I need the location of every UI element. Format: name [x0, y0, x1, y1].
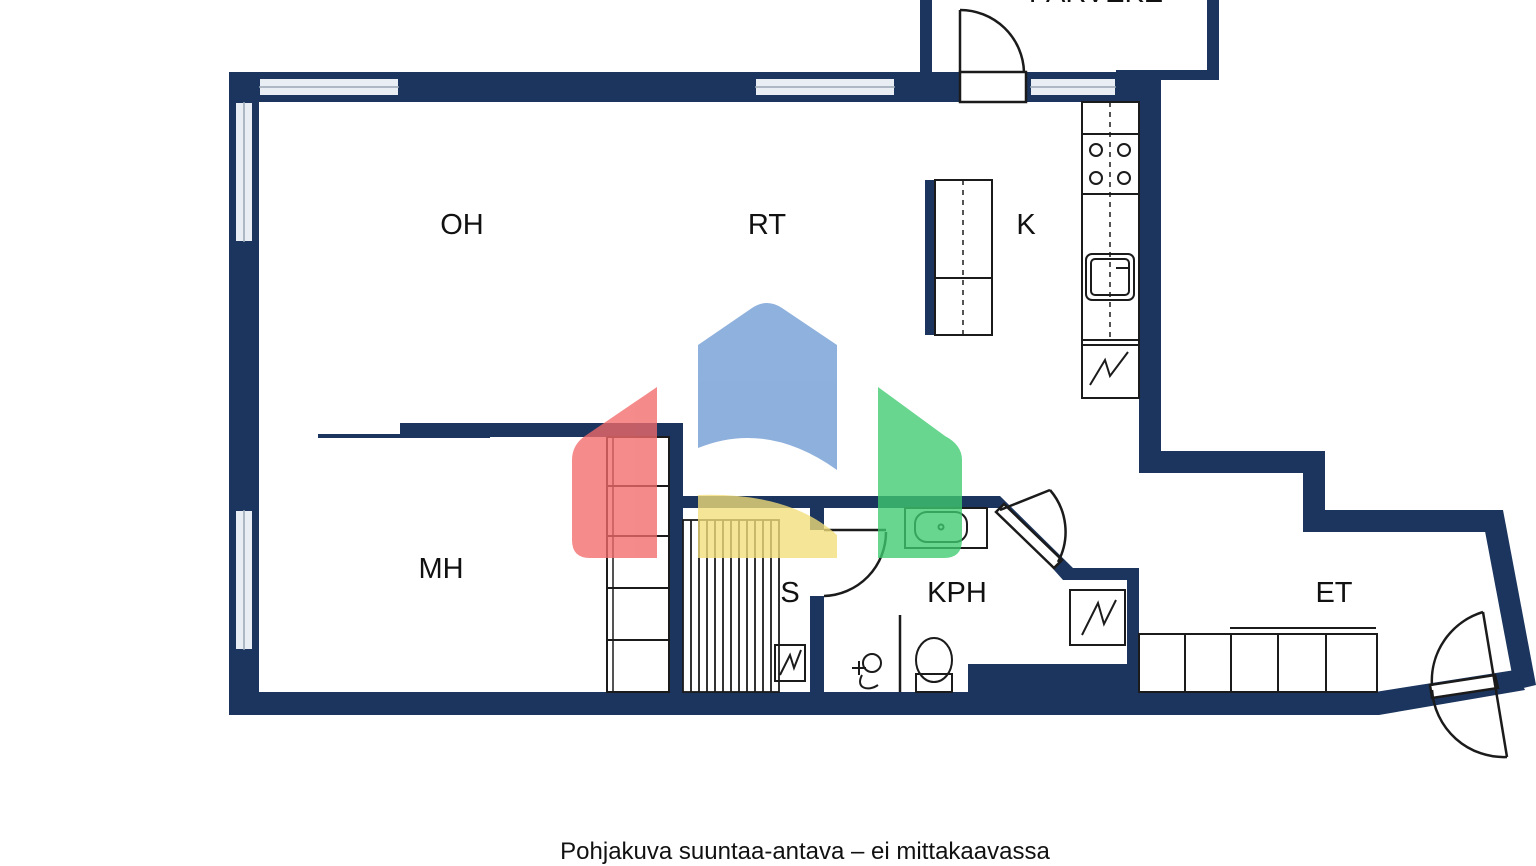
entrance-door-icon — [1428, 610, 1509, 759]
balcony-wall-left — [920, 0, 932, 72]
balcony-wall-bottom — [1116, 70, 1219, 80]
watermark-logo — [572, 303, 962, 558]
bedroom-top-wall-thin — [318, 434, 490, 438]
hall-electric-panel-icon — [1069, 589, 1126, 646]
logo-red-shape — [572, 387, 657, 558]
step-wall-3 — [1303, 510, 1503, 532]
bathroom-bottom-block — [968, 664, 1138, 696]
shower-icon — [852, 653, 882, 690]
bottom-wall — [229, 692, 1379, 715]
room-label-s: S — [780, 577, 799, 609]
hall-divider-wall — [1063, 568, 1139, 580]
toilet-icon — [915, 637, 953, 693]
kitchen-right-wall — [1139, 80, 1161, 472]
kitchen-electric-panel-icon — [1081, 344, 1140, 399]
plan-disclaimer-caption: Pohjakuva suuntaa-antava – ei mittakaava… — [560, 838, 1050, 865]
sauna-stove-icon — [774, 644, 806, 682]
logo-blue-shape — [698, 303, 837, 470]
logo-green-shape — [878, 387, 962, 558]
room-label-et: ET — [1315, 577, 1352, 609]
balcony-wall-right — [1207, 0, 1219, 80]
entry-slanted-wall — [1481, 510, 1536, 690]
hall-closet-icon — [1138, 627, 1378, 693]
window-lines — [243, 86, 1116, 650]
room-label-oh: OH — [440, 209, 484, 241]
logo-yellow-shape — [698, 494, 837, 558]
balcony-door-icon — [958, 8, 1028, 104]
hall-vertical-wall — [1127, 568, 1139, 694]
room-label-k: K — [1016, 209, 1036, 241]
sauna-left-wall — [669, 423, 683, 698]
room-label-kph: KPH — [927, 577, 987, 609]
kitchen-island-icon — [925, 179, 993, 336]
room-label-rt: RT — [748, 209, 786, 241]
step-wall-1 — [1139, 451, 1325, 473]
sink-icon — [1085, 253, 1135, 301]
room-label-mh: MH — [418, 553, 463, 585]
room-label-balcony: PARVEKE — [1029, 0, 1163, 9]
bathroom-door-icon — [994, 488, 1067, 570]
stove-icon — [1081, 133, 1140, 195]
